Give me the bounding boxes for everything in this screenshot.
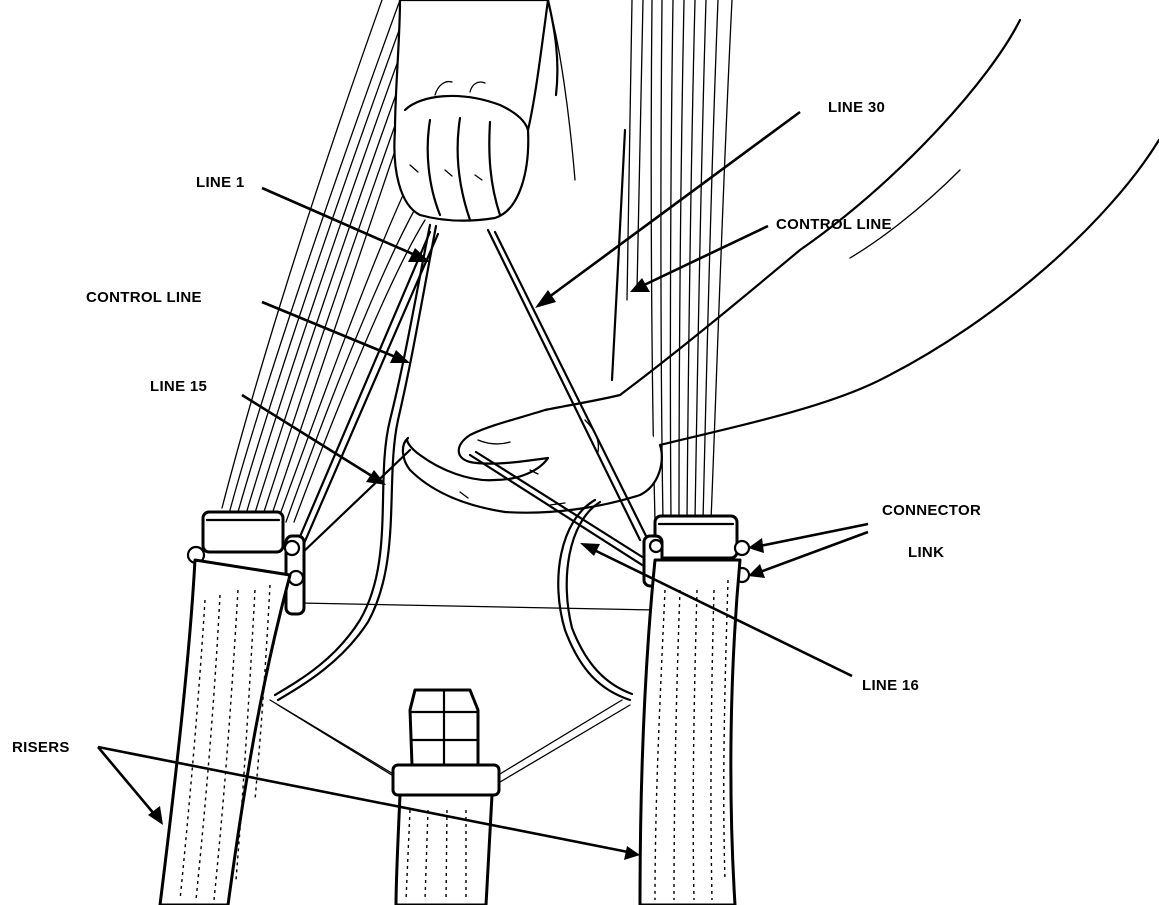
center-fitting bbox=[393, 690, 499, 905]
left-riser bbox=[160, 560, 290, 905]
label-line-16: LINE 16 bbox=[862, 677, 919, 694]
label-link: LINK bbox=[908, 544, 944, 561]
label-control-line-right: CONTROL LINE bbox=[776, 216, 892, 233]
label-line-15: LINE 15 bbox=[150, 378, 207, 395]
label-line-30: LINE 30 bbox=[828, 99, 885, 116]
label-line-1: LINE 1 bbox=[196, 174, 244, 191]
label-risers: RISERS bbox=[12, 739, 70, 756]
label-control-line-left: CONTROL LINE bbox=[86, 289, 202, 306]
upper-hand bbox=[394, 0, 557, 221]
right-riser bbox=[640, 560, 740, 905]
label-connector: CONNECTOR bbox=[882, 502, 981, 519]
